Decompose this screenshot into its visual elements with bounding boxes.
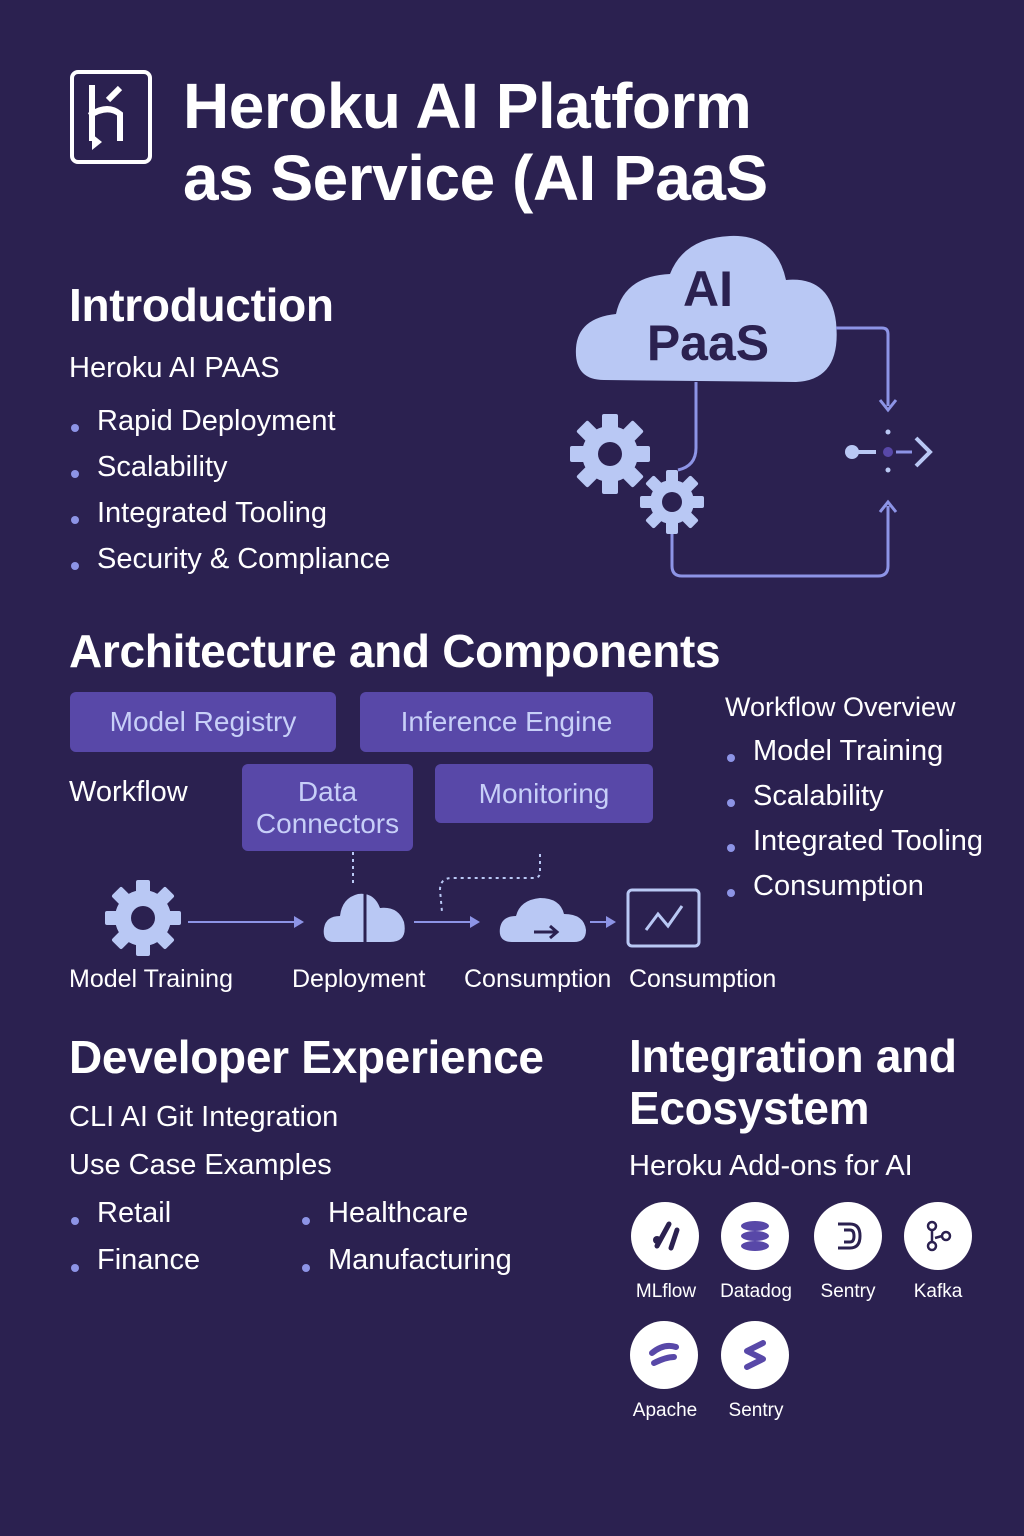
addon-name: Sentry: [820, 1281, 876, 1302]
title-line-2: as Service (AI PaaS: [183, 142, 768, 214]
workflow-overview-list: Model Training Scalability Integrated To…: [725, 735, 983, 915]
list-item: Retail: [69, 1197, 200, 1244]
list-item: Scalability: [725, 780, 983, 825]
list-item: Integrated Tooling: [69, 497, 390, 543]
integration-heading-line-1: Integration and: [629, 1030, 957, 1082]
integration-heading: Integration and Ecosystem: [629, 1030, 957, 1134]
cloud-icon: [575, 235, 837, 382]
integration-heading-line-2: Ecosystem: [629, 1082, 870, 1134]
introduction-heading: Introduction: [69, 279, 334, 331]
addon-name: Apache: [632, 1400, 698, 1421]
flow-step-deployment: Deployment: [292, 965, 426, 993]
monitoring-box: Monitoring: [435, 764, 653, 823]
flow-step-consumption: Consumption: [464, 965, 612, 993]
addon-name: Sentry: [728, 1400, 784, 1421]
mlflow-icon: [631, 1202, 699, 1270]
cloud-label-line-2: PaaS: [646, 315, 770, 371]
list-item: Consumption: [725, 870, 983, 915]
datadog-icon: [721, 1202, 789, 1270]
data-connectors-box: Data Connectors: [242, 764, 413, 851]
developer-experience-heading: Developer Experience: [69, 1031, 544, 1083]
key-arrow-icon: [845, 429, 933, 473]
list-item: Rapid Deployment: [69, 405, 390, 451]
list-item: Healthcare: [300, 1197, 512, 1244]
page-title: Heroku AI Platform as Service (AI PaaS: [183, 70, 768, 214]
workflow-overview-heading: Workflow Overview: [725, 692, 956, 722]
addon-name: Kafka: [913, 1281, 963, 1302]
workflow-diagram: [105, 850, 701, 956]
list-item: Security & Compliance: [69, 543, 390, 589]
cloud-label-line-1: AI: [683, 261, 733, 317]
list-item: Model Training: [725, 735, 983, 780]
architecture-heading: Architecture and Components: [69, 625, 721, 677]
deployment-cloud-icon: [323, 892, 405, 942]
workflow-label: Workflow: [69, 776, 188, 808]
model-registry-box: Model Registry: [70, 692, 336, 752]
introduction-subtitle: Heroku AI PAAS: [69, 352, 280, 384]
apache-icon: [630, 1321, 698, 1389]
flow-step-model-training: Model Training: [69, 965, 233, 993]
inference-engine-box: Inference Engine: [360, 692, 653, 752]
flow-step-consumption-2: Consumption: [629, 965, 777, 993]
line-chart-icon: [626, 888, 701, 948]
gear-icon: [570, 414, 650, 494]
heroku-logo-icon: [70, 70, 152, 164]
list-item: Manufacturing: [300, 1244, 512, 1291]
list-item: Scalability: [69, 451, 390, 497]
addon-name: Datadog: [720, 1281, 792, 1302]
developer-line-1: CLI AI Git Integration: [69, 1101, 339, 1133]
gear-icon: [105, 880, 181, 956]
addon-name: MLflow: [635, 1281, 697, 1302]
data-connectors-line-2: Connectors: [255, 807, 400, 839]
ai-paas-cloud-diagram: [570, 235, 933, 578]
consumption-cloud-icon: [499, 898, 586, 942]
sentry-icon: [814, 1202, 882, 1270]
title-line-1: Heroku AI Platform: [183, 70, 752, 142]
sentry-icon: [721, 1321, 789, 1389]
use-cases-col-2: Healthcare Manufacturing: [300, 1197, 512, 1291]
gear-icon: [640, 470, 704, 534]
list-item: Integrated Tooling: [725, 825, 983, 870]
developer-line-2: Use Case Examples: [69, 1149, 332, 1181]
cloud-label: AI PaaS: [600, 262, 816, 370]
data-connectors-line-1: Data: [297, 775, 358, 807]
use-cases-col-1: Retail Finance: [69, 1197, 200, 1291]
list-item: Finance: [69, 1244, 200, 1291]
integration-subtitle: Heroku Add-ons for AI: [629, 1150, 913, 1182]
kafka-icon: [904, 1202, 972, 1270]
introduction-list: Rapid Deployment Scalability Integrated …: [69, 405, 390, 589]
